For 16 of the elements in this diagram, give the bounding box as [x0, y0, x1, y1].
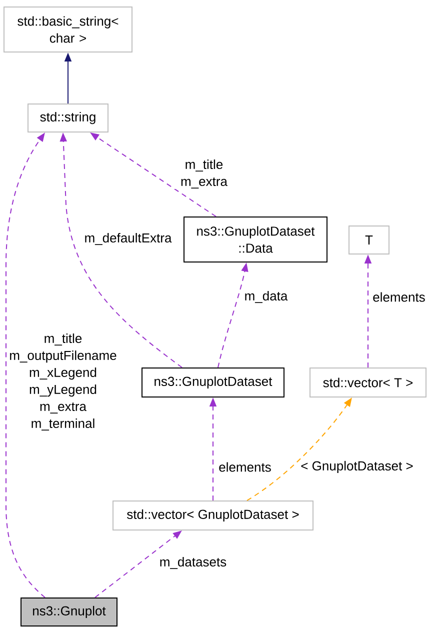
edge-label: m_title m_extra [174, 159, 234, 189]
edge-label: m_data [244, 290, 288, 304]
edge-label: elements [372, 292, 426, 302]
class-box: T [348, 226, 390, 254]
class-box: std::vector< GnuplotDataset > [112, 500, 314, 530]
class-box: ns3::GnuplotDataset [142, 368, 284, 398]
edge-label: m_title m_outputFilename m_xLegend m_yLegend m_extra m_terminal [8, 333, 118, 431]
class-box: ns3::GnuplotDataset ::Data [184, 216, 328, 262]
edge-label: m_datasets [158, 556, 228, 570]
class-box: std::vector< T > [310, 368, 426, 398]
edge-label: m_defaultExtra [84, 232, 172, 246]
class-box: std::string [28, 104, 108, 132]
class-box: std::basic_string< char > [4, 6, 132, 52]
class-box: ns3::Gnuplot [20, 598, 118, 626]
edge-label: < GnuplotDataset > [300, 460, 414, 474]
edge-label: elements [218, 462, 272, 472]
